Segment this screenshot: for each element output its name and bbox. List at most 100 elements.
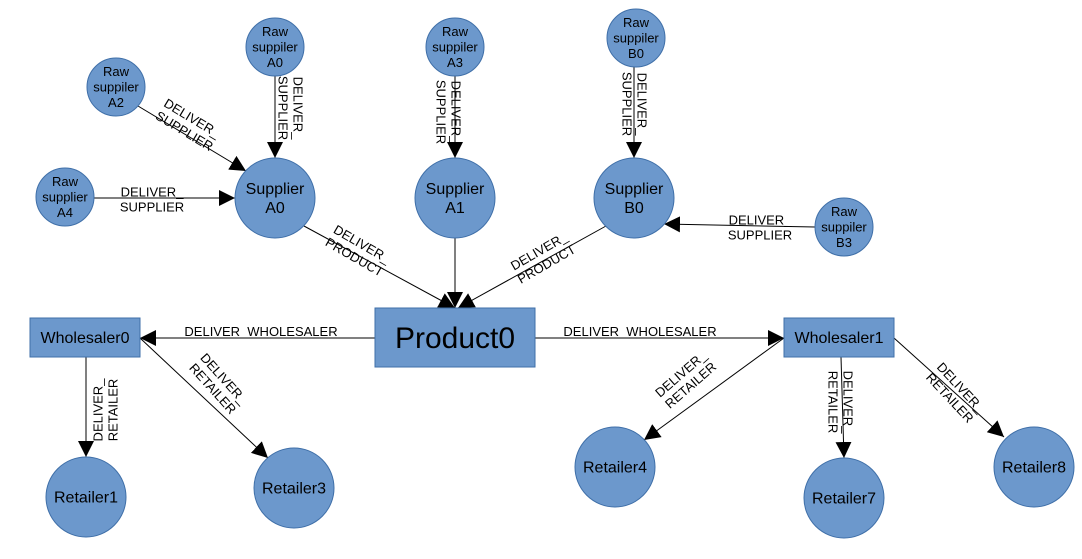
edge-raw-a2-to-supplier-a0: DELIVER_SUPPLIER xyxy=(137,95,247,172)
edge-label-line: SUPPLIER xyxy=(620,72,635,136)
edge-label: DELIVER_SUPPLIER xyxy=(620,72,650,136)
edge-product0-to-wholesaler0: DELIVER_WHOLESALER xyxy=(140,324,375,346)
node-wholesaler0: Wholesaler0 xyxy=(29,317,141,358)
node-label: Retailer8 xyxy=(1002,460,1066,477)
edges-layer: DELIVER_SUPPLIERDELIVER_SUPPLIERDELIVER_… xyxy=(78,67,1005,459)
edge-supplier-b0-to-product0: DELIVER_PRODUCT xyxy=(457,225,607,309)
edge-label-line: DELIVER_ xyxy=(635,73,650,137)
node-label-line: A0 xyxy=(265,200,285,217)
node-shape xyxy=(425,17,485,77)
edge-raw-a3-to-supplier-a1: DELIVER_SUPPLIER xyxy=(434,76,464,158)
node-label: Retailer3 xyxy=(262,481,326,498)
edge-label-line: DELIVER_ xyxy=(91,378,106,442)
node-label-line: B0 xyxy=(624,200,644,217)
node-label-line: A1 xyxy=(445,200,465,217)
node-shape xyxy=(29,317,141,358)
node-label-line: Wholesaler1 xyxy=(795,330,884,347)
edge-raw-a0-to-supplier-a0: DELIVER_SUPPLIER xyxy=(267,76,306,158)
node-label: Retailer1 xyxy=(54,490,118,507)
node-label-line: Wholesaler0 xyxy=(41,330,130,347)
node-label: Retailer4 xyxy=(583,460,647,477)
node-shape xyxy=(245,17,305,77)
node-shape xyxy=(234,157,316,239)
edge-arrow xyxy=(835,356,852,459)
edge-supplier-a0-to-product0: DELIVER_PRODUCT xyxy=(303,222,456,309)
edge-label-line: DELIVER_WHOLESALER xyxy=(184,324,337,339)
node-shape xyxy=(606,8,666,68)
edge-arrow xyxy=(457,225,607,309)
node-label-line: Raw xyxy=(623,15,650,30)
edge-arrow xyxy=(663,216,816,233)
edge-label-line: DELIVER_ xyxy=(841,371,856,435)
edge-wholesaler1-to-retailer7: DELIVER_RETAILER xyxy=(826,356,856,459)
node-label: Wholesaler1 xyxy=(795,330,884,347)
node-label-line: Retailer4 xyxy=(583,460,647,477)
node-shape xyxy=(574,426,656,508)
edge-label-line: RETAILER xyxy=(826,371,841,434)
edge-arrow xyxy=(139,337,269,459)
edge-label-line: SUPPLIER xyxy=(276,76,291,140)
node-shape xyxy=(86,57,146,117)
node-label-line: suppiler xyxy=(432,40,478,55)
edge-label: DELIVER_RETAILER xyxy=(186,350,251,417)
node-label: Retailer7 xyxy=(812,491,876,508)
node-label-line: A3 xyxy=(447,55,463,70)
node-retailer8: Retailer8 xyxy=(993,426,1075,508)
edge-label: DELIVER_SUPPLIER xyxy=(153,95,224,154)
node-shape xyxy=(814,197,874,257)
edge-label-line: DELIVER_ xyxy=(121,185,185,200)
node-label-line: suppiler xyxy=(821,220,867,235)
edge-label-line: SUPPLIER xyxy=(728,228,792,243)
node-label-line: Supplier xyxy=(605,181,664,198)
edge-label: DELIVER_RETAILER xyxy=(91,378,121,442)
node-shape xyxy=(803,457,885,539)
node-label-line: Raw xyxy=(262,24,289,39)
edge-label-line: DELIVER_ xyxy=(291,77,306,141)
node-label-line: Product0 xyxy=(395,322,515,355)
node-retailer3: Retailer3 xyxy=(253,447,335,529)
edge-label: DELIVER_SUPPLIER xyxy=(434,80,464,144)
node-shape xyxy=(35,167,95,227)
node-retailer7: Retailer7 xyxy=(803,457,885,539)
edge-label: DELIVER_WHOLESALER xyxy=(184,324,337,339)
edge-label: DELIVER_RETAILER xyxy=(923,359,988,426)
node-label-line: suppiler xyxy=(613,31,659,46)
node-label-line: Retailer8 xyxy=(1002,460,1066,477)
edge-label-line: DELIVER_ xyxy=(449,81,464,145)
edge-wholesaler0-to-retailer1: DELIVER_RETAILER xyxy=(78,357,121,457)
node-label-line: Raw xyxy=(442,24,469,39)
node-label-line: Retailer1 xyxy=(54,490,118,507)
node-retailer4: Retailer4 xyxy=(574,426,656,508)
edge-arrow xyxy=(643,337,785,441)
edge-product0-to-wholesaler1: DELIVER_WHOLESALER xyxy=(535,324,784,346)
node-shape xyxy=(783,317,895,358)
node-label-line: Raw xyxy=(103,64,130,79)
node-label-line: Raw xyxy=(52,174,79,189)
node-shape xyxy=(45,456,127,538)
edge-label: DELIVER_WHOLESALER xyxy=(563,324,716,339)
node-label-line: A2 xyxy=(108,95,124,110)
node-label-line: suppiler xyxy=(252,40,298,55)
edge-label: DELIVER_RETAILER xyxy=(652,347,720,411)
edge-wholesaler1-to-retailer4: DELIVER_RETAILER xyxy=(643,337,785,441)
edge-label: DELIVER_PRODUCT xyxy=(507,228,578,286)
node-label-line: A0 xyxy=(267,55,283,70)
edge-wholesaler1-to-retailer8: DELIVER_RETAILER xyxy=(893,337,1005,438)
edge-label-line: SUPPLIER xyxy=(120,200,184,215)
